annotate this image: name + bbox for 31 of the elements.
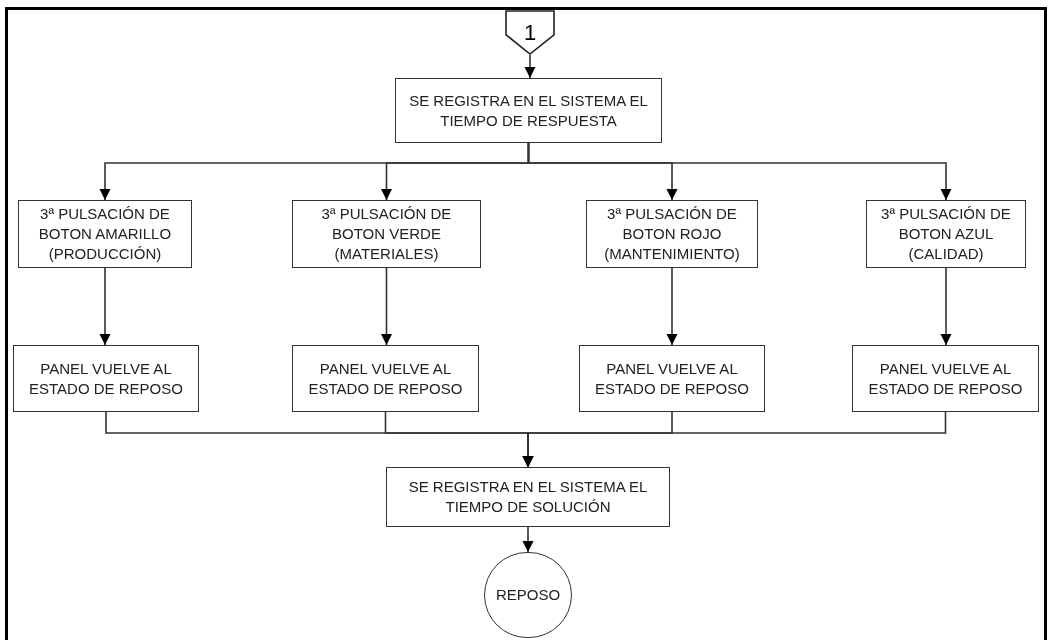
process-box	[852, 345, 1039, 412]
process-box	[18, 200, 192, 268]
arrow	[522, 411, 947, 468]
process-box	[579, 345, 765, 412]
node-text: 1	[523, 19, 537, 47]
arrow	[940, 267, 952, 346]
process-box	[866, 200, 1026, 268]
arrow	[380, 267, 393, 346]
node-text: 3ª PULSACIÓN DE BOTON ROJO (MANTENIMIENTO)	[603, 204, 741, 264]
arrow	[527, 142, 952, 201]
arrow	[522, 526, 534, 553]
node-text: PANEL VUELVE AL ESTADO DE REPOSO	[307, 358, 464, 399]
node-text: REPOSO	[495, 585, 561, 605]
node-text: PANEL VUELVE AL ESTADO DE REPOSO	[594, 358, 750, 399]
node-text: PANEL VUELVE AL ESTADO DE REPOSO	[867, 358, 1024, 399]
node-text: SE REGISTRA EN EL SISTEMA EL TIEMPO DE SOLUCIÓN	[407, 477, 649, 517]
node-text: 3ª PULSACIÓN DE BOTON VERDE (MATERIALES)	[320, 204, 453, 264]
node-text: PANEL VUELVE AL ESTADO DE REPOSO	[28, 358, 184, 399]
process-box	[386, 467, 670, 527]
arrow	[99, 267, 111, 346]
process-box	[13, 345, 199, 412]
process-box	[395, 78, 662, 143]
arrow	[666, 267, 678, 346]
process-box	[586, 200, 758, 268]
arrow	[524, 54, 536, 79]
process-box	[292, 345, 479, 412]
node-text: 3ª PULSACIÓN DE BOTON AZUL (CALIDAD)	[880, 204, 1012, 264]
off-page-connector	[505, 10, 555, 55]
node-text: SE REGISTRA EN EL SISTEMA EL TIEMPO DE RESPUESTA	[408, 90, 649, 131]
process-box	[292, 200, 481, 268]
node-text: 3ª PULSACIÓN DE BOTON AMARILLO (PRODUCCIÓN)	[37, 204, 173, 264]
